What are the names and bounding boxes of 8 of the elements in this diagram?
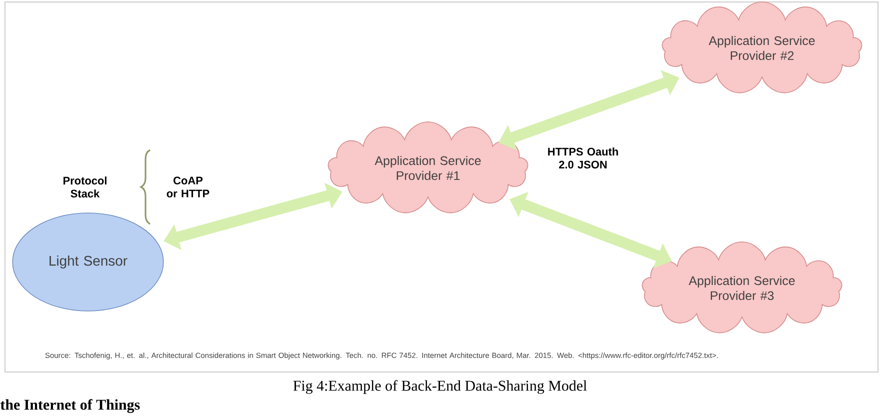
cloud-node: Application Service Provider #2	[662, 2, 862, 94]
text-label: HTTPS Oauth 2.0 JSON	[548, 148, 618, 168]
text-fragment: the Internet of Things	[0, 399, 140, 413]
figure-caption: Fig 4:Example of Back-End Data-Sharing Model	[293, 380, 587, 394]
text-label: Protocol Stack	[64, 176, 106, 198]
cloud-node: Application Service Provider #1	[328, 122, 528, 214]
cloud-node: Application Service Provider #3	[642, 242, 842, 334]
text-label: CoAP or HTTP	[166, 176, 210, 198]
